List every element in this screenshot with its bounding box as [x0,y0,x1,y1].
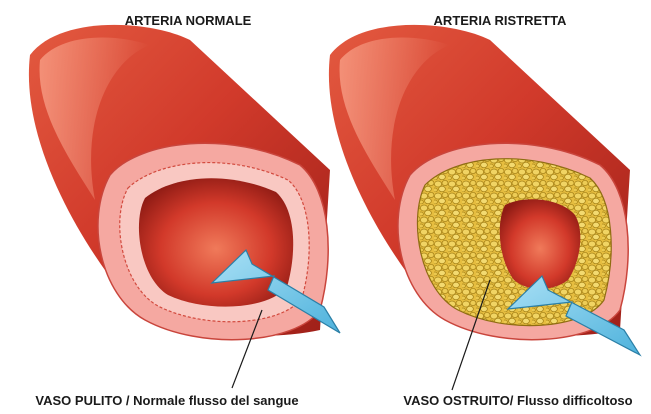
panel-title-normal: ARTERIA NORMALE [125,13,252,28]
caption-normal: VASO PULITO / Normale flusso del sangue [35,393,298,408]
narrowed-artery-illustration [329,25,630,340]
caption-narrowed: VASO OSTRUITO/ Flusso difficoltoso [403,393,632,408]
panel-title-narrowed: ARTERIA RISTRETTA [434,13,567,28]
narrowed-artery-lumen [500,199,581,289]
